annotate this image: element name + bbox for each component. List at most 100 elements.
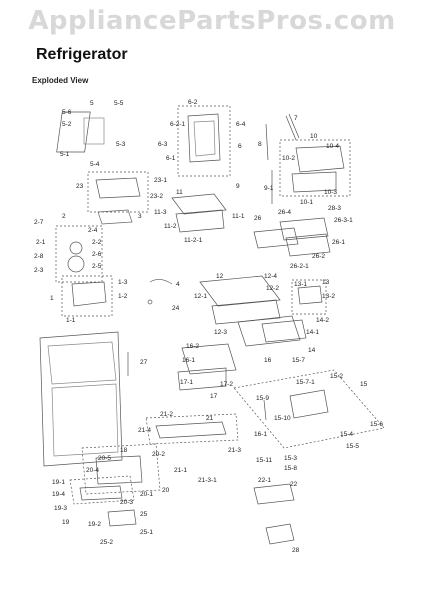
part-label: 12-4 xyxy=(264,273,277,280)
part-label: 20 xyxy=(162,487,170,494)
part-label: 11 xyxy=(176,189,183,196)
part-label: 21-1 xyxy=(174,467,187,474)
part-label: 12-1 xyxy=(194,293,207,300)
part-label: 20-5 xyxy=(98,455,111,462)
part-label: 16 xyxy=(264,357,272,364)
part-label: 12-3 xyxy=(214,329,227,336)
part-label: 6-3 xyxy=(158,141,168,148)
part-label: 5-6 xyxy=(62,109,72,116)
part-label: 13-1 xyxy=(294,281,307,288)
part-label: 2-2 xyxy=(92,239,102,246)
part-label: 26-3-1 xyxy=(334,217,353,224)
part-label: 23-2 xyxy=(150,193,163,200)
part-label: 5-5 xyxy=(114,100,124,107)
part-label: 14-2 xyxy=(316,317,329,324)
part-label: 23 xyxy=(76,183,84,190)
part-label: 20-2 xyxy=(152,451,165,458)
part-label: 2-3 xyxy=(34,267,44,274)
part-label: 6 xyxy=(238,143,242,150)
part-label: 1-2 xyxy=(118,293,128,300)
part-label: 26-2 xyxy=(312,253,325,260)
part-label: 18 xyxy=(120,447,128,454)
part-label: 15-7 xyxy=(292,357,305,364)
part-label: 26-1 xyxy=(332,239,345,246)
part-label: 15-4 xyxy=(340,431,353,438)
part-label: 17-2 xyxy=(220,381,233,388)
part-label: 19-4 xyxy=(52,491,65,498)
part-label: 25-1 xyxy=(140,529,153,536)
part-label: 3 xyxy=(138,213,142,220)
watermark-text: AppliancePartsPros.com xyxy=(28,6,396,36)
part-label: 16-1 xyxy=(182,357,195,364)
part-label: 7 xyxy=(294,115,298,122)
part-label: 2-5 xyxy=(92,263,102,270)
part-label: 13-2 xyxy=(322,293,335,300)
part-label: 9-1 xyxy=(264,185,274,192)
part-label: 5-2 xyxy=(62,121,72,128)
part-label: 21-3-1 xyxy=(198,477,217,484)
part-label: 15-11 xyxy=(256,457,273,464)
part-label: 15-9 xyxy=(256,395,269,402)
part-label: 28-3 xyxy=(328,205,341,212)
part-label: 24 xyxy=(172,305,180,312)
part-label: 16-1 xyxy=(254,431,267,438)
part-label: 27 xyxy=(140,359,148,366)
part-label: 15-8 xyxy=(284,465,297,472)
part-label: 10 xyxy=(310,133,318,140)
part-label: 1 xyxy=(50,295,54,302)
part-label: 2-1 xyxy=(36,239,46,246)
part-label: 2 xyxy=(62,213,66,220)
part-label: 26 xyxy=(254,215,262,222)
part-label: 25-2 xyxy=(100,539,113,546)
part-label: 21 xyxy=(206,415,214,422)
part-label: 12-2 xyxy=(266,285,279,292)
part-label: 6-2 xyxy=(188,99,198,106)
part-label: 6-2-1 xyxy=(170,121,186,128)
part-label: 15-2 xyxy=(330,373,343,380)
part-label: 21-2 xyxy=(160,411,173,418)
part-label: 10-4 xyxy=(326,143,339,150)
part-label: 2-8 xyxy=(34,253,44,260)
part-label: 20-1 xyxy=(140,491,153,498)
part-label: 22-1 xyxy=(258,477,271,484)
part-label: 13 xyxy=(322,279,330,286)
part-label: 11-2 xyxy=(164,223,177,230)
part-label: 4 xyxy=(176,281,180,288)
part-label: 20-4 xyxy=(86,467,99,474)
diagram-subtitle: Exploded View xyxy=(32,76,89,85)
part-label: 9 xyxy=(236,183,240,190)
page-title: Refrigerator xyxy=(36,46,128,63)
part-label: 14 xyxy=(308,347,316,354)
part-label: 16-2 xyxy=(186,343,199,350)
part-label: 17 xyxy=(210,393,218,400)
part-label: 15-10 xyxy=(274,415,291,422)
part-label: 5-4 xyxy=(90,161,100,168)
part-label: 2-7 xyxy=(34,219,44,226)
part-label: 15-3 xyxy=(284,455,297,462)
part-label: 21-4 xyxy=(138,427,151,434)
part-label: 5-3 xyxy=(116,141,126,148)
part-label: 11-2-1 xyxy=(184,237,203,244)
part-label: 15 xyxy=(360,381,368,388)
part-label: 2-6 xyxy=(92,251,102,258)
part-label: 14-1 xyxy=(306,329,319,336)
part-label: 2-4 xyxy=(88,227,98,234)
part-label: 1-3 xyxy=(118,279,128,286)
part-label: 28 xyxy=(292,547,300,554)
part-label: 10-2 xyxy=(282,155,295,162)
part-label: 26-2-1 xyxy=(290,263,309,270)
part-label: 11-3 xyxy=(154,209,167,216)
part-label: 5 xyxy=(90,100,94,107)
part-label: 11-1 xyxy=(232,213,245,220)
part-label: 12 xyxy=(216,273,224,280)
part-label: 17-1 xyxy=(180,379,193,386)
part-label: 20-3 xyxy=(120,499,133,506)
part-label: 19-2 xyxy=(88,521,101,528)
part-label: 10-3 xyxy=(324,189,337,196)
part-label: 10-1 xyxy=(300,199,313,206)
part-label: 25 xyxy=(140,511,148,518)
part-label: 23-1 xyxy=(154,177,167,184)
part-label: 21-3 xyxy=(228,447,241,454)
part-label: 19-3 xyxy=(54,505,67,512)
part-label: 22 xyxy=(290,481,298,488)
